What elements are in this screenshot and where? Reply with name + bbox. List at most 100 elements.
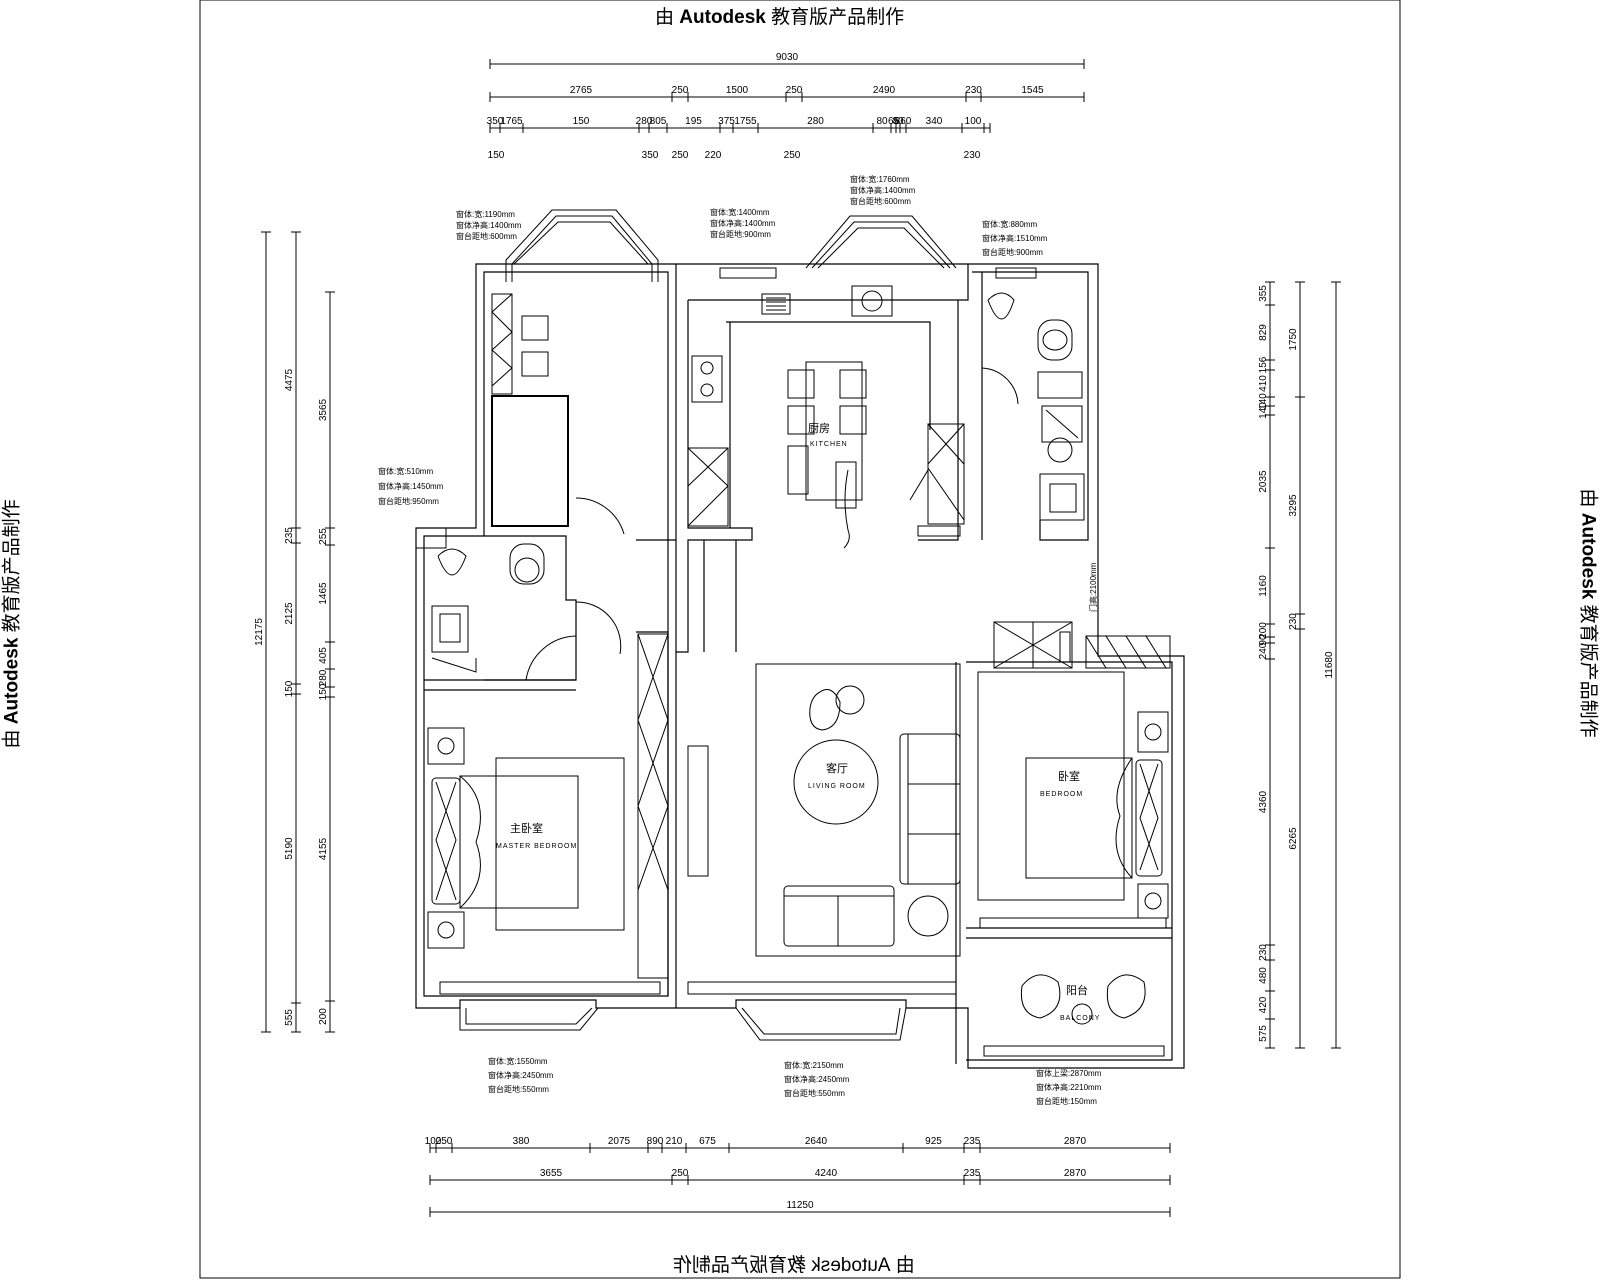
lamp-4 bbox=[1144, 892, 1162, 910]
dim-top-row3-label-5: 195 bbox=[685, 116, 702, 127]
dim-left-row3-label-6: 4155 bbox=[318, 837, 329, 860]
balcony-table bbox=[1071, 1003, 1093, 1025]
wall-bath-right bbox=[972, 271, 1089, 541]
master-bed-pillows-x bbox=[435, 781, 457, 901]
dim-left-row3-label-1: 255 bbox=[318, 528, 329, 545]
sink-left-basin bbox=[439, 613, 461, 643]
toilet-top bbox=[1037, 319, 1073, 361]
dim-bottom-row1-label-6: 675 bbox=[699, 1136, 716, 1147]
dim-top-row4-label-0: 150 bbox=[488, 150, 505, 161]
toilet-top-bowl bbox=[1042, 329, 1068, 351]
stove bbox=[691, 355, 723, 403]
window-bedroom-balcony bbox=[979, 917, 1167, 929]
fridge-cabinet-x bbox=[909, 423, 965, 521]
note-top-left-1: 窗体:宽:1190mm bbox=[456, 209, 515, 219]
dim-top-row3-label-9: 80 bbox=[876, 116, 888, 127]
note-top-right-1: 窗体:宽:880mm bbox=[982, 219, 1037, 229]
label-balcony: 阳台 bbox=[1066, 983, 1088, 997]
wall-outline-right bbox=[676, 263, 1185, 1069]
bay-window-bottom-mid bbox=[735, 1007, 907, 1041]
dim-top-row3-label-13: 340 bbox=[926, 116, 943, 127]
watermark-top-prefix: 由 bbox=[655, 7, 675, 28]
dim-top-row3-label-12: 860 bbox=[895, 116, 912, 127]
stove-burner-2 bbox=[700, 383, 714, 397]
dim-top-row4-label-4: 250 bbox=[784, 150, 801, 161]
note-bottom-left: 窗体:宽:1550mm 窗体净高:2450mm 窗台距地:550mm bbox=[488, 1056, 554, 1094]
label-kitchen-sub: KITCHEN bbox=[810, 441, 848, 448]
washer-drum bbox=[1047, 437, 1073, 463]
window-bottom-left bbox=[439, 981, 661, 995]
door-swing-bath-left bbox=[525, 635, 577, 681]
note-bottom-right: 窗体上梁:2870mm 窗体净高:2210mm 窗台距地:150mm bbox=[1036, 1068, 1102, 1106]
bath-sink bbox=[1039, 473, 1085, 521]
dim-right-row3-label-10: 240 bbox=[1258, 642, 1269, 659]
sofa-three-seat-cushions bbox=[907, 734, 960, 884]
dim-top-total-label-0: 9030 bbox=[776, 52, 799, 63]
nightstand-1 bbox=[427, 727, 465, 765]
room-labels: 主卧室 MASTER BEDROOM 厨房 KITCHEN 客厅 LIVING … bbox=[496, 422, 1099, 1022]
dim-top-row4-label-2: 250 bbox=[672, 150, 689, 161]
note-left-1: 窗体:宽:510mm bbox=[378, 466, 433, 476]
dim-top-row3-label-11: 80 bbox=[892, 116, 904, 127]
kitchen-cabinet-left-x bbox=[687, 447, 729, 527]
lamp-2 bbox=[437, 921, 455, 939]
wall-bath-bottom bbox=[424, 679, 576, 691]
note-top-mid-left-1: 窗体:宽:1400mm bbox=[710, 207, 770, 217]
dim-left-row2-label-3: 150 bbox=[284, 680, 295, 697]
dim-left-row3-label-7: 200 bbox=[318, 1008, 329, 1025]
window-bottom-mid bbox=[687, 981, 957, 995]
dim-right-row3-label-11: 4360 bbox=[1258, 790, 1269, 813]
dining-table bbox=[805, 361, 863, 501]
note-left-2: 窗体净高:1450mm bbox=[378, 481, 444, 491]
dim-top-row3-label-14: 100 bbox=[965, 116, 982, 127]
note-top-left: 窗体:宽:1190mm 窗体净高:1400mm 窗台距地:600mm bbox=[456, 209, 522, 241]
shelf-unit-x bbox=[491, 293, 513, 387]
dim-top-row3-label-3: 280 bbox=[636, 116, 653, 127]
dim-top-row2-label-0: 2765 bbox=[570, 85, 593, 96]
wall-kitchen-inner bbox=[726, 321, 931, 430]
dim-bottom-row1-label-5: 210 bbox=[666, 1136, 683, 1147]
dimension-lines bbox=[261, 59, 1341, 1217]
wardrobe-bedroom-x bbox=[993, 621, 1073, 669]
dim-top-row3-label-8: 280 bbox=[807, 116, 824, 127]
window-left-bath bbox=[415, 527, 447, 549]
dim-bottom-row2-label-3: 235 bbox=[964, 1168, 981, 1179]
wall-kitchen-left bbox=[676, 300, 753, 653]
dim-bottom-row1-label-7: 2640 bbox=[805, 1136, 828, 1147]
dim-top-row4-label-5: 230 bbox=[964, 150, 981, 161]
nightstand-4 bbox=[1137, 883, 1169, 919]
fridge-cabinet bbox=[927, 423, 965, 525]
dim-right-row3-label-9: 90 bbox=[1258, 634, 1269, 646]
lamp-1 bbox=[437, 737, 455, 755]
toilet-left bbox=[509, 543, 545, 585]
bay-window-top-left bbox=[511, 215, 653, 282]
dim-bottom-row1-label-3: 2075 bbox=[608, 1136, 631, 1147]
plant bbox=[843, 469, 850, 549]
bay-window-top-left-inner bbox=[513, 221, 649, 265]
label-kitchen: 厨房 bbox=[808, 422, 830, 435]
note-bottom-right-3: 窗台距地:150mm bbox=[1036, 1096, 1097, 1106]
dim-bottom-row2-label-4: 2870 bbox=[1064, 1168, 1087, 1179]
dim-right-row3-label-5: 140 bbox=[1258, 402, 1269, 419]
dim-right-row3-label-4: 140 bbox=[1258, 393, 1269, 410]
note-bottom-left-3: 窗台距地:550mm bbox=[488, 1084, 549, 1094]
dim-left-row3-label-2: 1465 bbox=[318, 582, 329, 605]
armchair bbox=[809, 689, 841, 731]
washer-machine bbox=[1041, 405, 1083, 443]
kitchen-sink bbox=[851, 285, 893, 317]
dim-bottom-row1-label-8: 925 bbox=[925, 1136, 942, 1147]
note-top-mid-3: 窗台距地:600mm bbox=[850, 196, 911, 206]
bedroom-cabinet-hatch bbox=[1085, 635, 1167, 669]
note-top-mid-2: 窗体净高:1400mm bbox=[850, 185, 916, 195]
label-living-room-sub: LIVING ROOM bbox=[808, 783, 866, 790]
shower-head-left bbox=[437, 548, 467, 576]
note-top-mid-left-3: 窗台距地:900mm bbox=[710, 229, 771, 239]
watermark-top-brand: Autodesk bbox=[679, 7, 766, 28]
dim-top-row2-label-2: 1500 bbox=[726, 85, 749, 96]
bay-window-bottom-mid-inner bbox=[741, 1007, 901, 1035]
bath-sink-basin bbox=[1049, 483, 1077, 513]
nightstand-2 bbox=[427, 911, 465, 949]
